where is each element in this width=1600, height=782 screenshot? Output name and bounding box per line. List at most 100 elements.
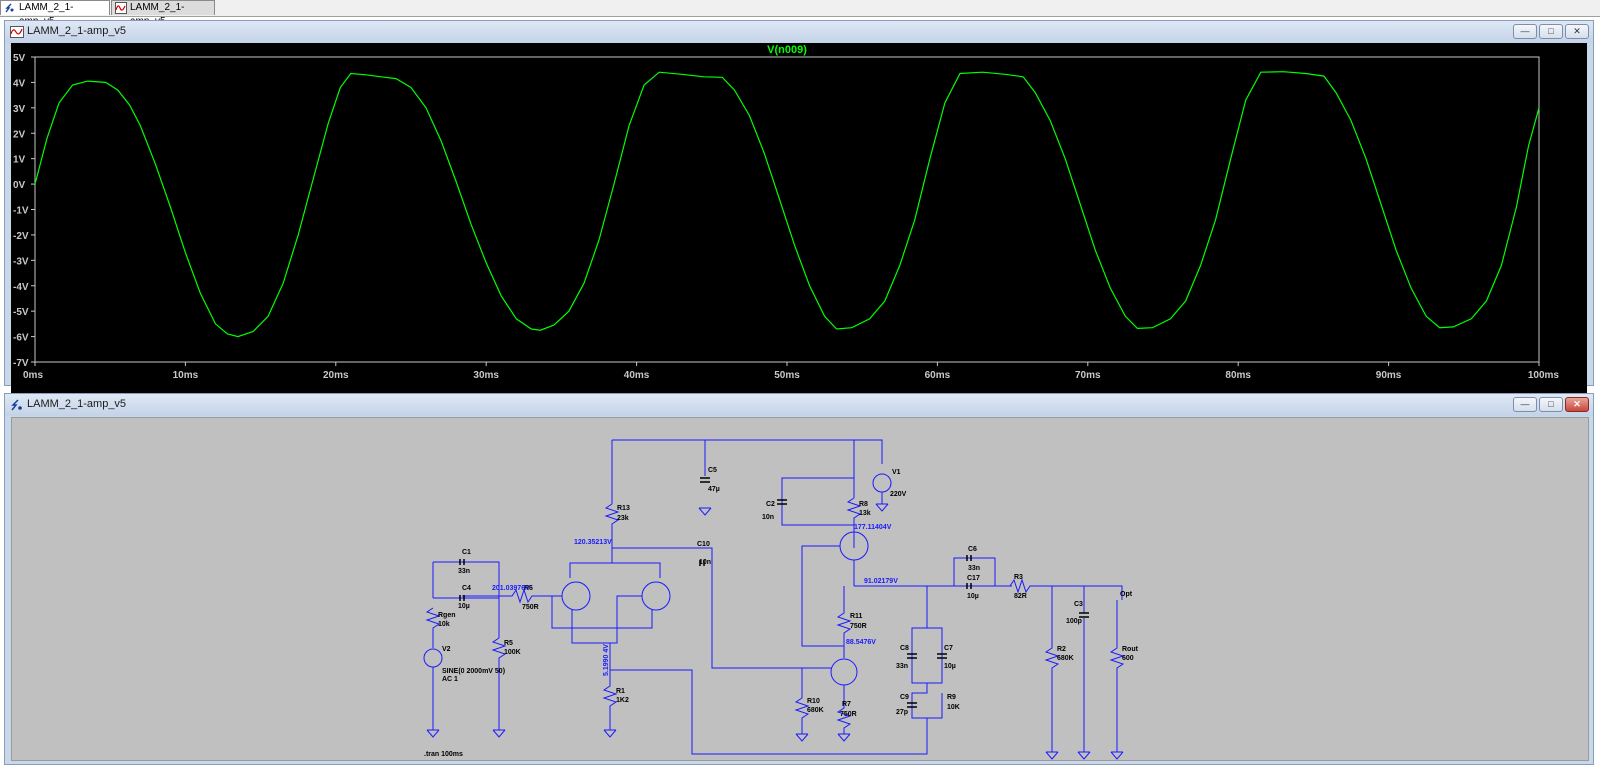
schematic-drawing[interactable]: C1 33n C4 10µ Rgen 10k V2 SINE(0 2000mV … — [12, 418, 1588, 760]
component-value[interactable]: 100p — [1066, 618, 1082, 625]
component-ref[interactable]: R2 — [1057, 646, 1066, 653]
maximize-button[interactable]: □ — [1539, 397, 1563, 412]
schematic-icon — [5, 3, 14, 13]
component-value[interactable]: 680K — [807, 707, 824, 714]
node-voltage[interactable]: 88.5476V — [846, 639, 876, 646]
waveform-window-titlebar[interactable]: LAMM_2_1-amp_v5 — □ ✕ — [5, 21, 1593, 43]
minimize-button[interactable]: — — [1513, 24, 1537, 39]
component-ref[interactable]: R6 — [524, 585, 533, 592]
minimize-icon: — — [1520, 399, 1530, 409]
node-voltage[interactable]: 5.1990 4V — [603, 644, 610, 676]
component-ref[interactable]: Rout — [1122, 646, 1139, 653]
net-label[interactable]: Opt — [1120, 591, 1133, 598]
component-value[interactable]: SINE(0 2000mV 50) — [442, 668, 505, 675]
component-ref[interactable]: V1 — [892, 469, 901, 476]
maximize-icon: □ — [1548, 399, 1554, 409]
component-ref[interactable]: C9 — [900, 694, 909, 701]
x-tick-label: 80ms — [1225, 370, 1251, 381]
component-ref[interactable]: C8 — [900, 645, 909, 652]
component-value[interactable]: 10n — [762, 514, 774, 521]
component-ref[interactable]: R11 — [850, 613, 863, 620]
node-voltage[interactable]: 201.03976V — [492, 585, 530, 592]
component-ref[interactable]: C3 — [1074, 601, 1083, 608]
node-voltage[interactable]: 91.02179V — [864, 578, 898, 585]
component-value[interactable]: 47µ — [708, 486, 720, 493]
component-value[interactable]: 82R — [1014, 593, 1027, 600]
component-ref[interactable]: R13 — [617, 505, 630, 512]
component-value[interactable]: 13k — [859, 510, 871, 517]
component-ref[interactable]: C4 — [462, 585, 471, 592]
node-voltage[interactable]: 177.11404V — [854, 524, 892, 531]
waveform-plot[interactable]: V(n009) 5V4V3V2V1V0V-1V-2V-3V-4V-5V-6V-7… — [11, 43, 1587, 399]
component-ref[interactable]: C7 — [944, 645, 953, 652]
component-value[interactable]: 750R — [850, 623, 867, 630]
schematic-canvas[interactable]: C1 33n C4 10µ Rgen 10k V2 SINE(0 2000mV … — [11, 417, 1589, 761]
component-ref[interactable]: R8 — [859, 501, 868, 508]
component-ref[interactable]: C10 — [697, 541, 710, 548]
trace-line[interactable] — [34, 71, 1540, 338]
component-ref[interactable]: C6 — [968, 546, 977, 553]
component-value[interactable]: 33n — [968, 565, 980, 572]
component-value[interactable]: 23k — [617, 515, 629, 522]
component-value[interactable]: 1K2 — [616, 697, 629, 704]
component-ref[interactable]: C2 — [766, 501, 775, 508]
component-ref[interactable]: R1 — [616, 688, 625, 695]
component-value[interactable]: 10µ — [967, 593, 979, 600]
x-tick-label: 60ms — [925, 370, 951, 381]
component-value[interactable]: 33n — [458, 568, 470, 575]
component-value[interactable]: 10n — [699, 559, 711, 566]
component-value[interactable]: AC 1 — [442, 676, 458, 683]
component-value[interactable]: 680K — [1057, 655, 1074, 662]
tab-schematic[interactable]: LAMM_2_1-amp_v5 — [0, 0, 110, 27]
y-tick-label: 2V — [13, 129, 26, 140]
component-ref[interactable]: R10 — [807, 698, 820, 705]
component-value[interactable]: 600 — [1122, 655, 1134, 662]
component-ref[interactable]: C1 — [462, 549, 471, 556]
window-title: LAMM_2_1-amp_v5 — [27, 25, 127, 37]
x-tick-label: 40ms — [624, 370, 650, 381]
ground-symbols — [426, 503, 1124, 760]
y-tick-label: -7V — [13, 358, 29, 369]
component-ref[interactable]: R9 — [947, 694, 956, 701]
plot-frame — [34, 56, 1540, 363]
component-value[interactable]: 33n — [896, 663, 908, 670]
component-ref[interactable]: R7 — [842, 701, 851, 708]
x-tick-label: 50ms — [774, 370, 800, 381]
component-ref[interactable]: R3 — [1014, 574, 1023, 581]
close-button[interactable]: ✕ — [1565, 24, 1589, 39]
x-tick-label: 20ms — [323, 370, 349, 381]
component-labels: C1 33n C4 10µ Rgen 10k V2 SINE(0 2000mV … — [438, 467, 1139, 718]
node-voltage[interactable]: 120.35213V — [574, 539, 612, 546]
schematic-window: LAMM_2_1-amp_v5 — □ ✕ — [4, 393, 1594, 765]
spice-directive[interactable]: .tran 100ms — [424, 751, 463, 758]
component-value[interactable]: 750R — [840, 711, 857, 718]
component-ref[interactable]: C17 — [967, 575, 980, 582]
component-value[interactable]: 750R — [522, 604, 539, 611]
component-value[interactable]: 27p — [896, 709, 908, 716]
component-value[interactable]: 10K — [947, 704, 960, 711]
tab-waveform[interactable]: LAMM_2_1-amp_v5 — [111, 0, 215, 27]
component-value[interactable]: 10k — [438, 621, 450, 628]
schematic-window-titlebar[interactable]: LAMM_2_1-amp_v5 — □ ✕ — [5, 394, 1593, 416]
trace-label[interactable]: V(n009) — [767, 44, 807, 56]
maximize-icon: □ — [1548, 26, 1554, 36]
component-value[interactable]: 100K — [504, 649, 521, 656]
x-tick-label: 90ms — [1376, 370, 1402, 381]
component-value[interactable]: 10µ — [458, 603, 470, 610]
component-ref[interactable]: Rgen — [438, 612, 456, 619]
minimize-button[interactable]: — — [1513, 397, 1537, 412]
component-value[interactable]: 10µ — [944, 663, 956, 670]
component-ref[interactable]: V2 — [442, 646, 451, 653]
x-tick-label: 100ms — [1528, 370, 1560, 381]
component-ref[interactable]: R5 — [504, 640, 513, 647]
close-button[interactable]: ✕ — [1565, 397, 1589, 412]
y-tick-label: 3V — [13, 104, 26, 115]
component-value[interactable]: 220V — [890, 491, 907, 498]
window-title: LAMM_2_1-amp_v5 — [27, 398, 127, 410]
component-ref[interactable]: C5 — [708, 467, 717, 474]
maximize-button[interactable]: □ — [1539, 24, 1563, 39]
minimize-icon: — — [1520, 26, 1530, 36]
